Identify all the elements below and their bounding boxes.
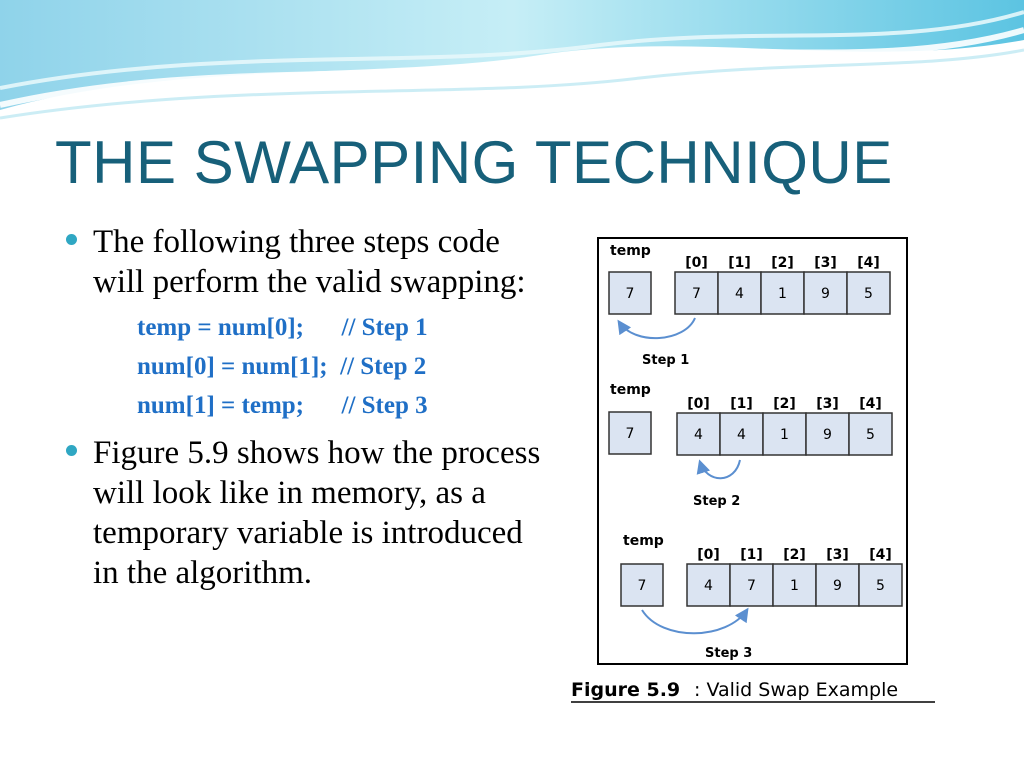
array-cell <box>762 412 807 456</box>
array-cell-value: 4 <box>694 427 703 443</box>
array-cell <box>772 563 817 607</box>
slide-body: The following three steps code will perf… <box>62 222 542 593</box>
array-cell-value: 1 <box>780 427 789 443</box>
array-cell <box>686 563 731 607</box>
temp-value: 7 <box>626 426 635 442</box>
header-wave-decoration <box>0 0 1024 120</box>
index-label: [1] <box>728 255 751 271</box>
array-cell-value: 4 <box>704 578 713 594</box>
array-cell-value: 9 <box>833 578 842 594</box>
array-cell <box>760 271 805 315</box>
array-cell-value: 4 <box>737 427 746 443</box>
swap-arrow-icon <box>617 317 696 340</box>
slide-title: THE SWAPPING TECHNIQUE <box>55 129 893 196</box>
array-cell <box>676 412 721 456</box>
bullet-text: Figure 5.9 shows how the process will lo… <box>93 435 541 591</box>
bullet-item: The following three steps code will perf… <box>62 222 542 302</box>
step-label: Step 3 <box>705 646 752 661</box>
array-cell-value: 9 <box>821 286 830 302</box>
figure-caption-bold: Figure 5.9 <box>571 679 680 701</box>
index-label: [0] <box>685 255 708 271</box>
bullet-text: The following three steps code will perf… <box>93 224 526 300</box>
bullet-dot-icon <box>66 234 77 245</box>
index-label: [0] <box>687 396 710 412</box>
array-cell-value: 1 <box>790 578 799 594</box>
bullet-item: Figure 5.9 shows how the process will lo… <box>62 433 542 593</box>
temp-label: temp <box>610 382 651 398</box>
code-line: temp = num[0]; // Step 1 <box>137 314 428 341</box>
array-cell-value: 9 <box>823 427 832 443</box>
index-label: [4] <box>857 255 880 271</box>
array-cell <box>846 271 891 315</box>
array-cell-value: 5 <box>864 286 873 302</box>
array-cell-value: 7 <box>747 578 756 594</box>
array-cell <box>719 412 764 456</box>
figure-caption-text: : Valid Swap Example <box>694 679 898 701</box>
index-label: [2] <box>771 255 794 271</box>
temp-box <box>608 271 652 315</box>
temp-label: temp <box>623 533 664 549</box>
index-label: [2] <box>773 396 796 412</box>
code-line: num[1] = temp; // Step 3 <box>137 392 428 419</box>
bullet-dot-icon <box>66 445 77 456</box>
array-cell-value: 4 <box>735 286 744 302</box>
array-cell-value: 5 <box>876 578 885 594</box>
array-cell <box>848 412 893 456</box>
array-cell <box>674 271 719 315</box>
temp-value: 7 <box>638 578 647 594</box>
temp-box <box>608 411 652 455</box>
index-label: [3] <box>814 255 837 271</box>
index-label: [3] <box>826 547 849 563</box>
index-label: [2] <box>783 547 806 563</box>
temp-box <box>620 563 664 607</box>
array-cell-value: 7 <box>692 286 701 302</box>
swap-arrow-icon <box>641 607 749 635</box>
index-label: [1] <box>740 547 763 563</box>
array-cell <box>858 563 903 607</box>
code-block: temp = num[0]; // Step 1 num[0] = num[1]… <box>62 308 542 425</box>
temp-value: 7 <box>626 286 635 302</box>
array-cell-value: 1 <box>778 286 787 302</box>
index-label: [1] <box>730 396 753 412</box>
step-label: Step 2 <box>693 494 740 509</box>
array-cell <box>803 271 848 315</box>
code-line: num[0] = num[1]; // Step 2 <box>137 353 427 380</box>
index-label: [4] <box>859 396 882 412</box>
index-label: [3] <box>816 396 839 412</box>
index-label: [0] <box>697 547 720 563</box>
array-cell <box>729 563 774 607</box>
index-label: [4] <box>869 547 892 563</box>
array-cell-value: 5 <box>866 427 875 443</box>
step-label: Step 1 <box>642 353 689 368</box>
temp-label: temp <box>610 243 651 259</box>
swap-arrow-icon <box>696 459 741 480</box>
